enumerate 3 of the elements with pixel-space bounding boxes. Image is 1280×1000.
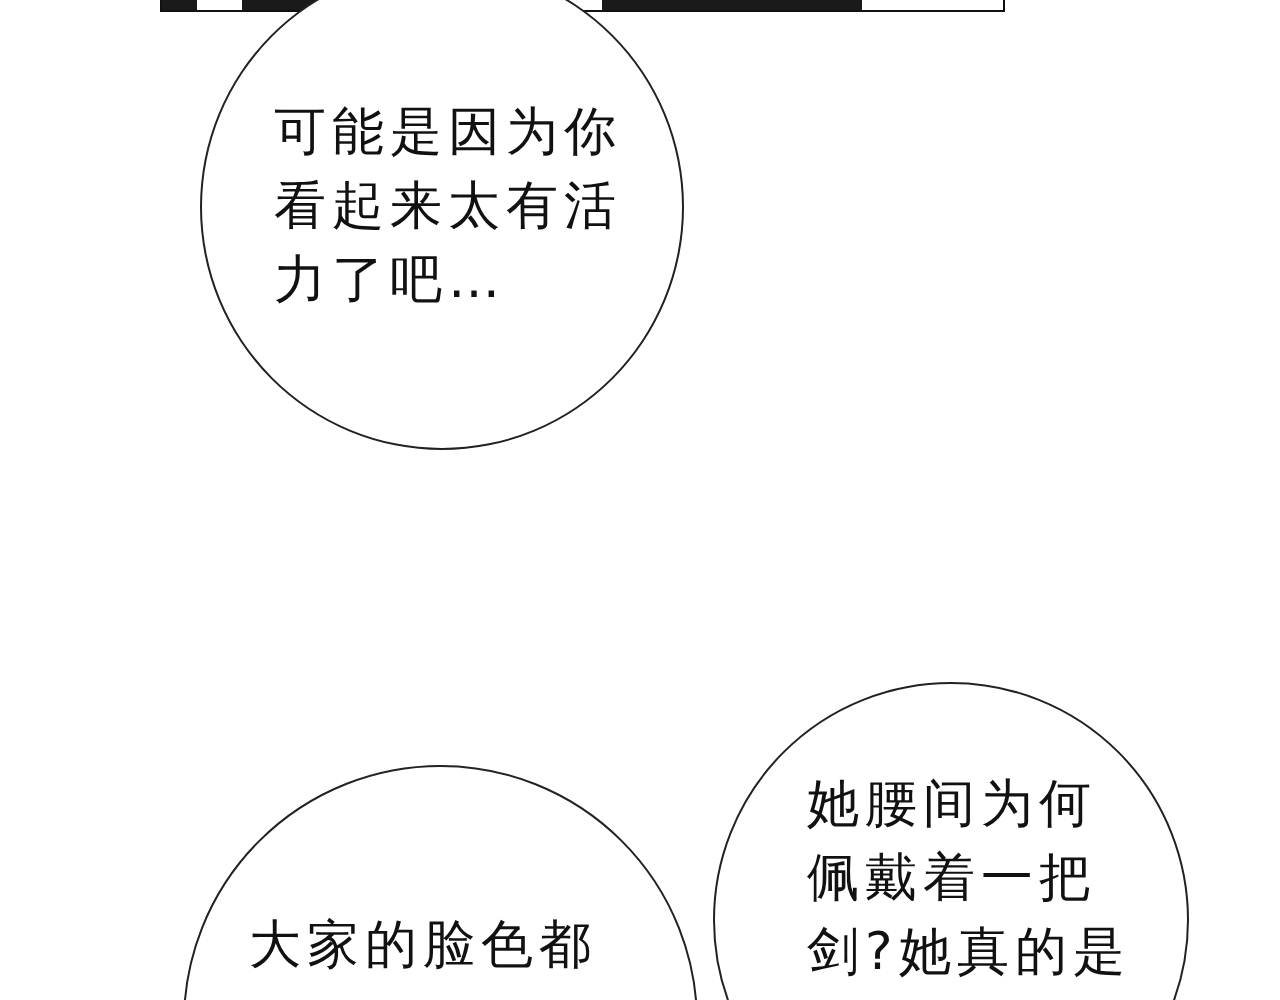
speech-text: 她腰间为何佩戴着一把剑?她真的是: [807, 772, 1132, 983]
speech-text: 可能是因为你看起来太有活力了吧…: [274, 100, 623, 311]
speech-text: 大家的脸色都: [249, 913, 598, 976]
